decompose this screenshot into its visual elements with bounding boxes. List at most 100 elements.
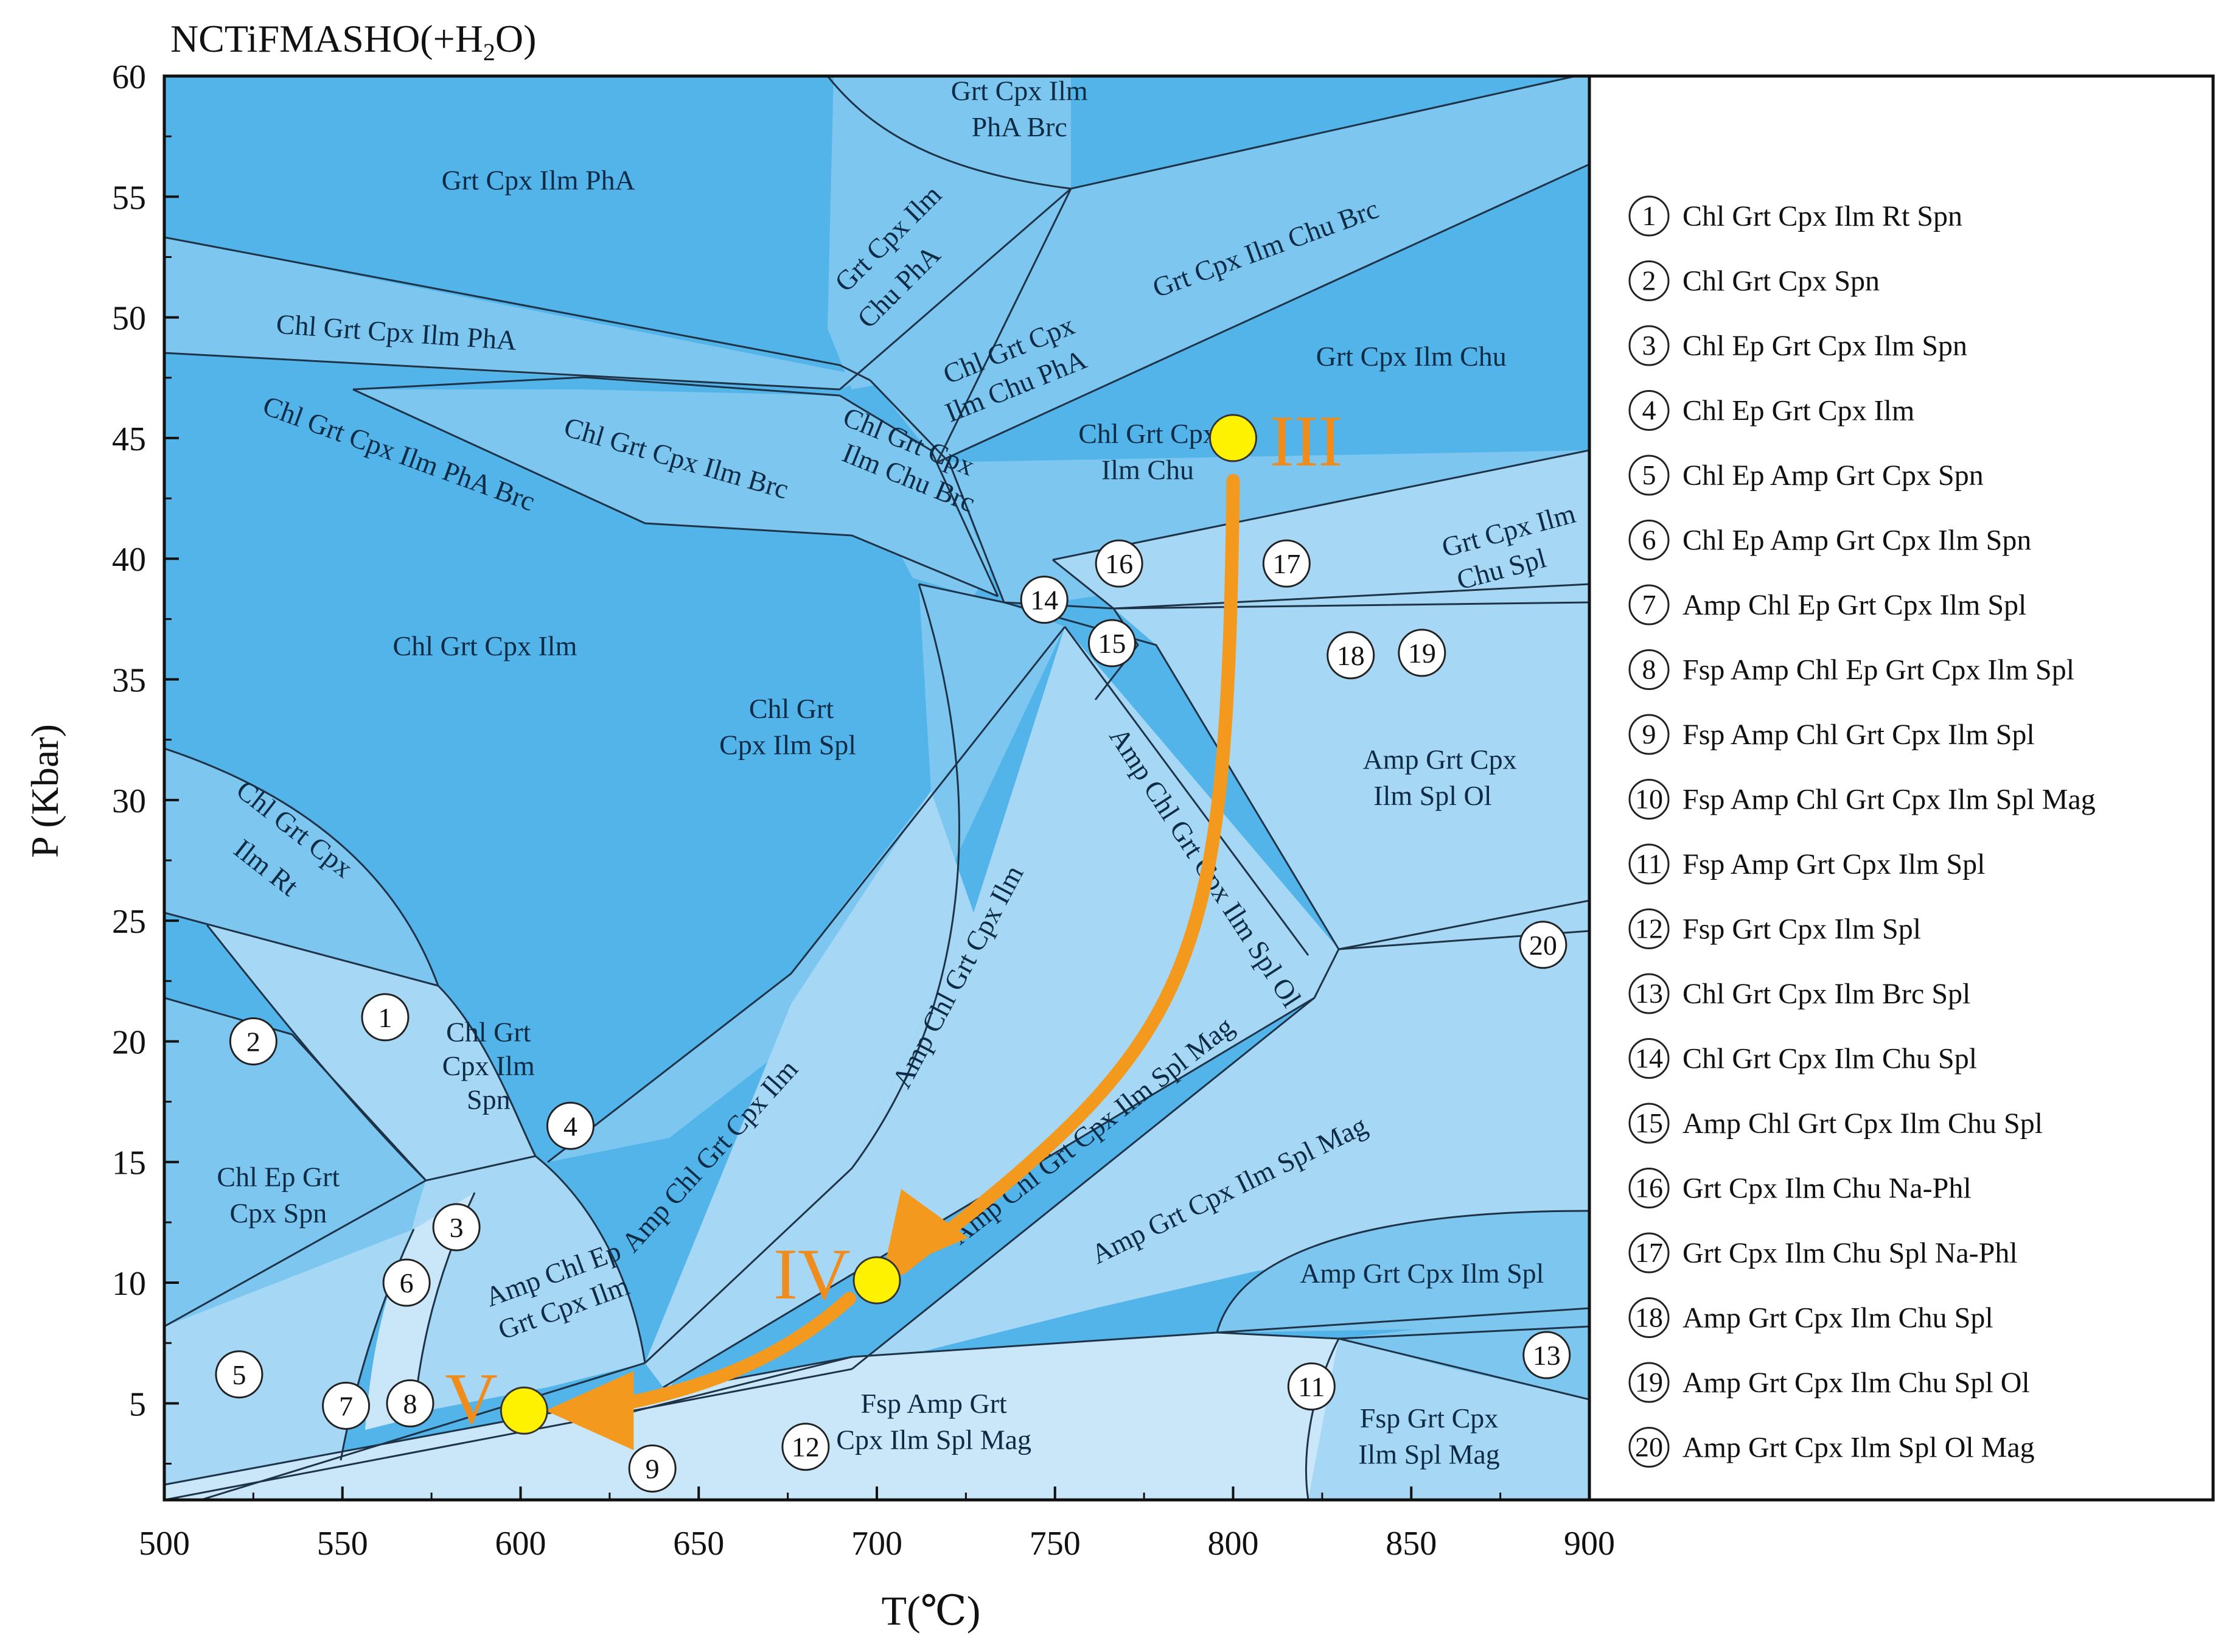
legend-number: 12 — [1635, 913, 1663, 944]
numbered-field-marker: 19 — [1398, 629, 1446, 677]
numbered-field-circle — [386, 1379, 434, 1427]
legend-label: Amp Grt Cpx Ilm Chu Spl Ol — [1682, 1367, 2030, 1399]
legend-number: 20 — [1635, 1432, 1663, 1463]
pt-path-arrowhead — [545, 1371, 634, 1451]
pt-point-label: IV — [773, 1233, 851, 1314]
boundary-ac — [1305, 1338, 1340, 1500]
numbered-field-number: 18 — [1337, 640, 1365, 671]
boundary-e — [826, 76, 1072, 190]
legend-number-circle — [1628, 1038, 1670, 1079]
y-tick-label: 25 — [112, 903, 146, 941]
legend-label: Chl Ep Grt Cpx Ilm Spn — [1682, 330, 1967, 362]
field-fsp-amp-grt-cpx-ilm-spl-mag — [164, 1333, 1339, 1500]
boundary-w — [547, 626, 1066, 1163]
field-2 — [164, 925, 426, 1180]
pt-point-marker — [853, 1256, 901, 1305]
boundary-v — [644, 584, 960, 1364]
legend-number: 3 — [1642, 330, 1656, 361]
legend-number: 7 — [1642, 589, 1656, 620]
boundary-aj — [164, 1155, 536, 1328]
legend-number-circle — [1628, 325, 1670, 366]
boundary-ad — [1338, 1337, 1589, 1401]
numbered-field-marker: 3 — [432, 1203, 481, 1252]
chart-title-main: NCTiFMASHO(+H — [170, 17, 483, 60]
boundary-r — [1064, 626, 1309, 956]
numbered-field-marker: 9 — [628, 1444, 677, 1493]
numbered-field-circle — [432, 1203, 481, 1252]
numbered-field-marker: 8 — [386, 1379, 434, 1427]
legend-number: 18 — [1635, 1302, 1663, 1333]
field-label: Spn — [467, 1084, 511, 1115]
x-tick-label: 550 — [317, 1525, 368, 1563]
legend-label: Fsp Amp Chl Grt Cpx Ilm Spl Mag — [1682, 784, 2096, 816]
field-amp-chl-grt-cpx-ilm-left — [645, 791, 974, 1387]
legend-number: 1 — [1642, 200, 1656, 231]
legend-number: 15 — [1635, 1107, 1663, 1138]
legend-number: 13 — [1635, 978, 1663, 1009]
legend-number-circle — [1628, 195, 1670, 237]
legend-number-circle — [1628, 843, 1670, 885]
boundary-a — [164, 236, 871, 382]
y-tick-label: 45 — [112, 420, 146, 458]
pt-point-marker — [1209, 414, 1257, 462]
numbered-field-circle — [1020, 576, 1069, 624]
x-axis-label: T(℃) — [882, 1588, 981, 1634]
legend-number: 8 — [1642, 654, 1656, 685]
field-label: Amp Grt Cpx Ilm Spl — [1300, 1258, 1544, 1289]
numbered-field-circle — [628, 1444, 677, 1493]
boundary-f — [839, 187, 1072, 391]
field-label: Amp Grt Cpx — [1363, 744, 1517, 775]
y-tick-label: 55 — [112, 179, 146, 217]
y-tick-label: 15 — [112, 1145, 146, 1182]
field-chl-grt-cpx-ilm-pha — [164, 237, 870, 389]
field-label: Cpx Ilm Spl Mag — [836, 1424, 1031, 1455]
boundary-aa — [1216, 1210, 1589, 1333]
boundary-ak — [535, 1155, 646, 1364]
field-label: Chl Grt — [446, 1016, 531, 1047]
numbered-field-number: 9 — [646, 1453, 660, 1484]
legend-item: 3 Chl Ep Grt Cpx Ilm Spn — [1628, 325, 1967, 366]
numbered-field-number: 5 — [232, 1359, 246, 1390]
numbered-field-number: 20 — [1529, 930, 1557, 961]
legend-number-circle — [1628, 1362, 1670, 1403]
numbered-field-marker: 12 — [781, 1423, 830, 1471]
x-tick-label: 800 — [1208, 1525, 1259, 1563]
pt-path-arrowhead — [883, 1189, 968, 1275]
boundary-b — [164, 352, 840, 391]
numbered-field-number: 14 — [1030, 585, 1058, 616]
numbered-field-marker: 14 — [1020, 576, 1069, 624]
legend-label: Amp Grt Cpx Ilm Chu Spl — [1682, 1302, 1993, 1334]
legend-number: 2 — [1642, 265, 1656, 296]
field-label: Ilm Spl Mag — [1358, 1439, 1500, 1470]
legend-number-circle — [1628, 779, 1670, 820]
numbered-field-marker: 20 — [1519, 921, 1567, 969]
field-chl-grt-cpx-ilm-spn — [207, 925, 535, 1180]
legend-label: Fsp Amp Grt Cpx Ilm Spl — [1682, 848, 1985, 880]
legend-number: 9 — [1642, 719, 1656, 750]
field-label: Cpx Spn — [229, 1197, 327, 1229]
numbered-field-number: 11 — [1298, 1371, 1325, 1403]
field-label: Cpx Ilm — [442, 1050, 535, 1081]
x-tick-label: 750 — [1030, 1525, 1081, 1563]
legend-number: 11 — [1636, 848, 1662, 879]
boundary-d — [352, 376, 840, 397]
numbered-field-marker: 17 — [1262, 539, 1311, 588]
numbered-field-circle — [1262, 539, 1311, 588]
pt-point-label: V — [445, 1357, 498, 1438]
legend-number: 16 — [1635, 1173, 1663, 1204]
numbered-field-circle — [215, 1350, 263, 1399]
legend-label: Fsp Grt Cpx Ilm Spl — [1682, 913, 1921, 946]
boundary-ap — [200, 1362, 646, 1500]
field-chl-grt-cpx-ilm-spl — [548, 584, 1065, 1162]
field-chl-ep-grt-cpx-spn — [164, 998, 426, 1326]
legend-number-circle — [1628, 908, 1670, 949]
field-5 — [164, 1229, 414, 1485]
numbered-field-number: 7 — [339, 1390, 353, 1421]
numbered-field-marker: 6 — [382, 1258, 431, 1307]
legend-number-circle — [1628, 714, 1670, 755]
